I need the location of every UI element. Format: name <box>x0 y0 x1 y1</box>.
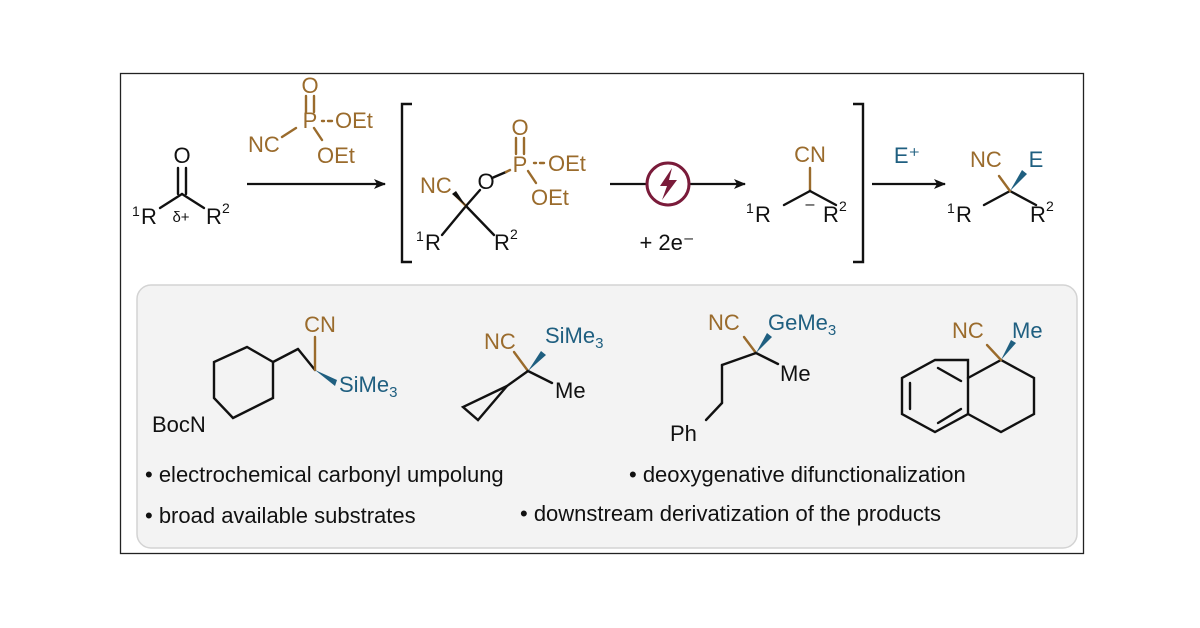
substrate-oxygen: O <box>173 143 190 168</box>
intermediate1-nc: NC <box>420 173 452 198</box>
product-bonds <box>982 174 1038 207</box>
carbanion-charge: – <box>806 196 815 213</box>
reagent-phosphorus: P <box>303 108 318 133</box>
intermediate1-wedge <box>452 191 466 206</box>
product-r2: R <box>1030 202 1046 227</box>
carbanion-r1: R <box>755 202 771 227</box>
reagent-oet-bottom: OEt <box>317 143 355 168</box>
example-3-bonds <box>704 335 780 422</box>
example-2-si: SiMe3 <box>545 323 603 352</box>
intermediate1-r1: R <box>425 230 441 255</box>
example-3-wedge <box>756 333 772 353</box>
product-nc: NC <box>970 147 1002 172</box>
example-3-me: Me <box>780 361 811 386</box>
reagent-nc: NC <box>248 132 280 157</box>
example-3-ge: GeMe3 <box>768 310 836 339</box>
example-1-bocn: BocN <box>152 412 206 437</box>
bullet-substrates: • broad available substrates <box>145 503 416 528</box>
substrate-ketone <box>158 166 206 210</box>
bracket-right <box>853 102 865 264</box>
examples-panel <box>136 284 1078 549</box>
substrate-r2-sup: 2 <box>222 200 230 216</box>
reagent-oxo: O <box>301 73 318 98</box>
intermediate1-oxo: O <box>511 115 528 140</box>
example-1-bonds <box>212 335 317 420</box>
carbanion-bonds <box>782 166 838 207</box>
product-r1: R <box>956 202 972 227</box>
bracket-left <box>400 102 412 264</box>
product-r2-sup: 2 <box>1046 198 1054 214</box>
intermediate1-r2-sup: 2 <box>510 226 518 242</box>
example-2-me: Me <box>555 378 586 403</box>
substrate-r1: R <box>141 204 157 229</box>
reagent-oet-right: OEt <box>335 108 373 133</box>
intermediate1-r2: R <box>494 230 510 255</box>
product-e: E <box>1029 147 1044 172</box>
example-2-nc: NC <box>484 329 516 354</box>
intermediate1-oet-bottom: OEt <box>531 185 569 210</box>
substrate-r1-sup: 1 <box>132 203 140 219</box>
product-r1-sup: 1 <box>947 200 955 216</box>
carbanion-r1-sup: 1 <box>746 200 754 216</box>
bullet-difunctionalization: • deoxygenative difunctionalization <box>629 462 966 487</box>
carbanion-cn: CN <box>794 142 826 167</box>
example-1-cn: CN <box>304 312 336 337</box>
example-4-bonds <box>900 343 1036 434</box>
product-wedge <box>1010 170 1027 191</box>
example-4-me: Me <box>1012 318 1043 343</box>
example-2-wedge <box>528 351 546 371</box>
electrophile-label: E⁺ <box>894 143 920 168</box>
intermediate1-phosphorus: P <box>513 152 528 177</box>
lightning-bolt-icon <box>645 161 691 207</box>
substrate-r2: R <box>206 204 222 229</box>
carbanion-r2: R <box>823 202 839 227</box>
bullet-derivatization: • downstream derivatization of the produ… <box>520 501 941 526</box>
substrate-delta-label: δ+ <box>172 209 189 226</box>
reagent-bonds <box>280 94 334 142</box>
example-4-nc: NC <box>952 318 984 343</box>
example-2-bonds <box>460 350 554 422</box>
example-1-si: SiMe3 <box>339 372 397 401</box>
intermediate1-oxygen: O <box>477 169 494 194</box>
bullet-umpolung: • electrochemical carbonyl umpolung <box>145 462 504 487</box>
example-4-wedge <box>1001 340 1016 360</box>
example-3-nc: NC <box>708 310 740 335</box>
example-1-wedge <box>315 370 337 386</box>
electron-label: + 2e⁻ <box>639 230 694 255</box>
intermediate1-oet-right: OEt <box>548 151 586 176</box>
intermediate1-r1-sup: 1 <box>416 228 424 244</box>
carbanion-r2-sup: 2 <box>839 198 847 214</box>
example-3-ph: Ph <box>670 421 697 446</box>
